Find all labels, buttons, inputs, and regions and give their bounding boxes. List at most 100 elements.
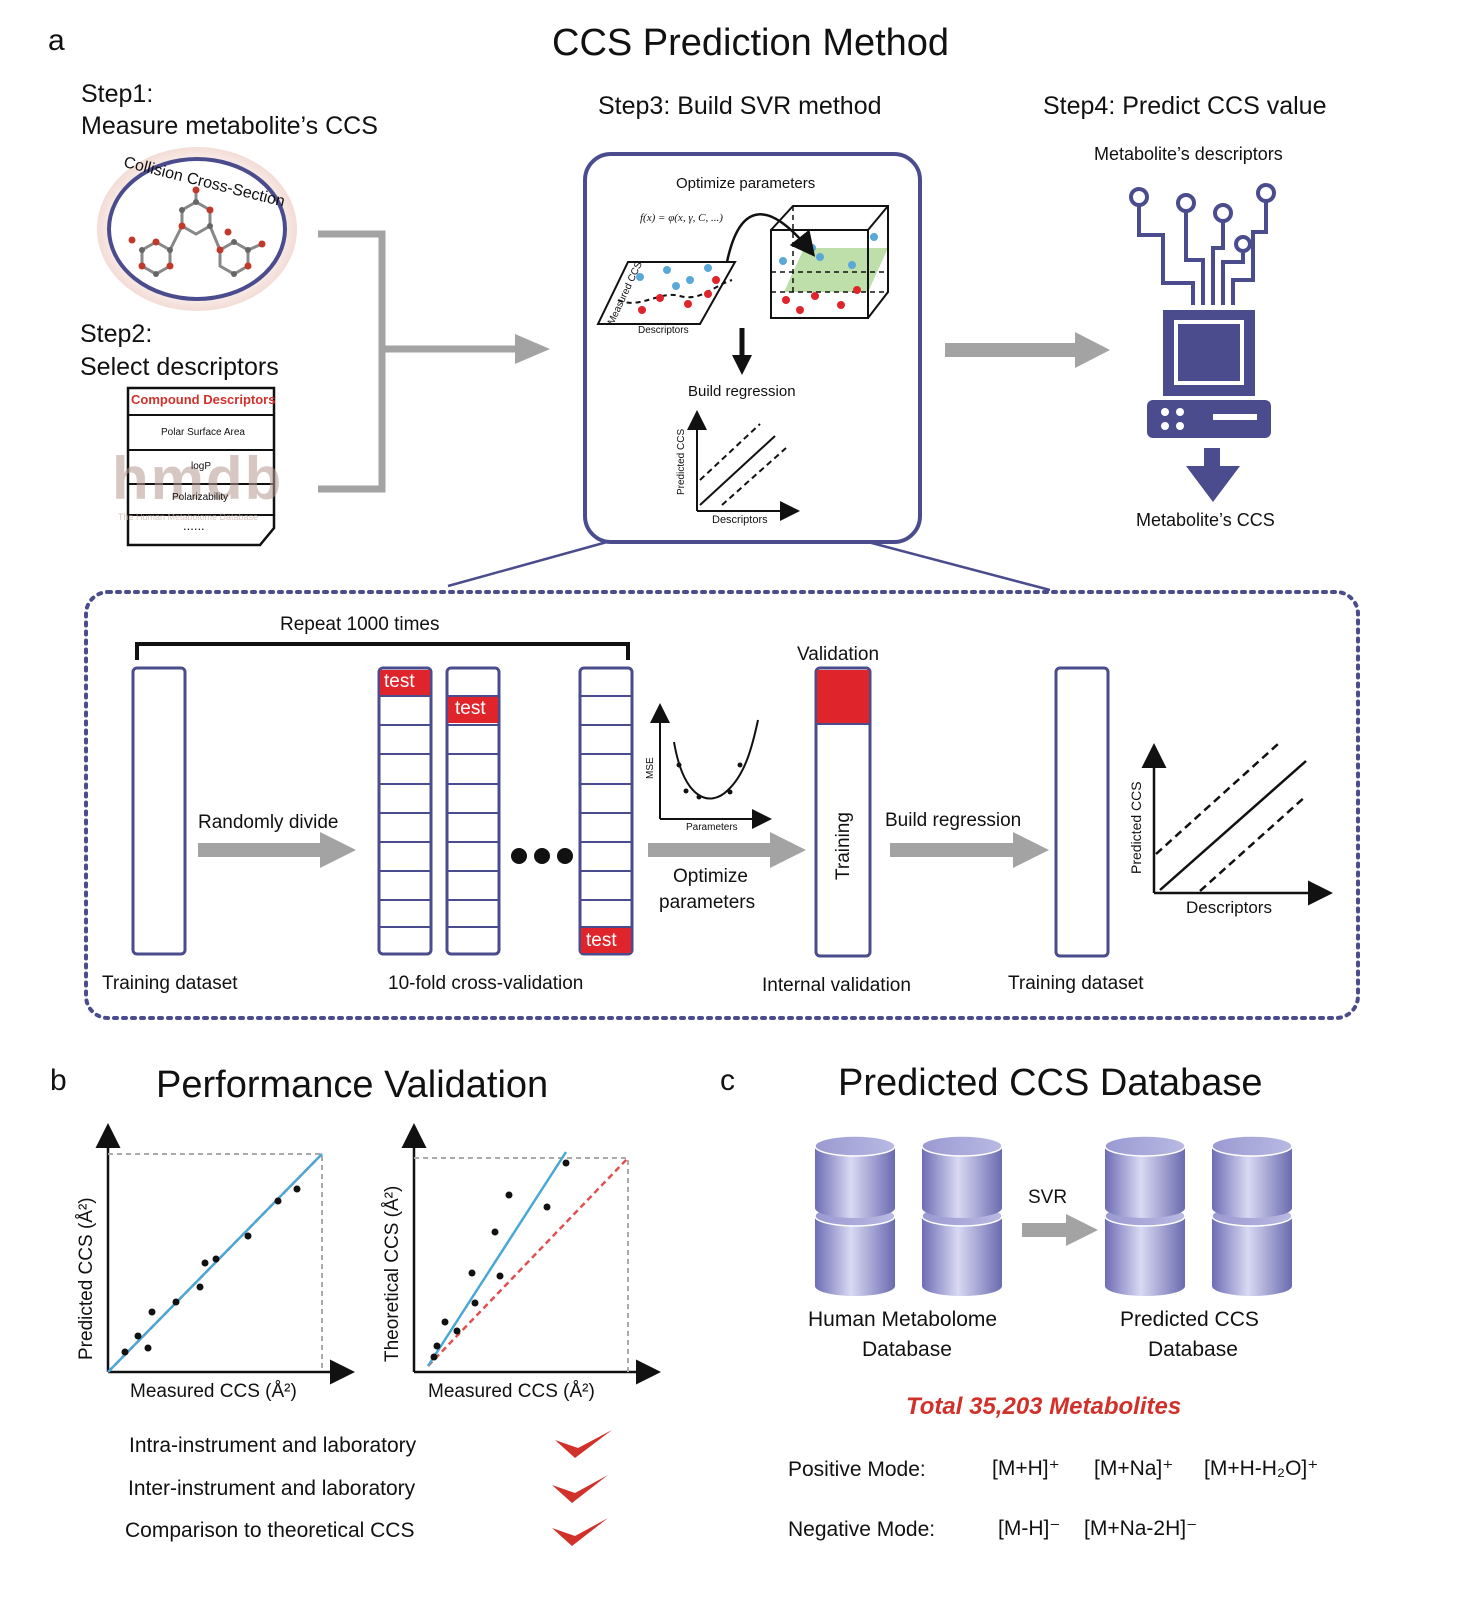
repeat-label: Repeat 1000 times xyxy=(280,614,440,635)
check-item-theoretical: Comparison to theoretical CCS xyxy=(125,1519,415,1542)
plot1-x-label: Measured CCS (Å²) xyxy=(130,1381,297,1402)
step3-box xyxy=(583,152,922,544)
training-dataset-column-final xyxy=(1054,666,1110,958)
build-regression-label: Build regression xyxy=(885,810,1022,831)
step3-formula: f(x) = φ(x, γ, C, ...) xyxy=(640,212,723,224)
scatter-point xyxy=(274,1197,282,1205)
step4-input-label: Metabolite’s descriptors xyxy=(1094,144,1283,164)
zoom-lines xyxy=(447,540,1051,592)
database-cylinder-segment xyxy=(1105,1216,1185,1296)
panel-c-letter: c xyxy=(720,1064,735,1097)
descriptor-row-more: ...... xyxy=(183,518,205,533)
positive-mode-label: Positive Mode: xyxy=(788,1458,926,1481)
step1-label: Step1: xyxy=(81,80,154,108)
step3-down-arrow xyxy=(732,328,752,375)
predicted-db-label-line1: Predicted CCS xyxy=(1120,1308,1259,1331)
ccs-circle-icon xyxy=(97,147,297,311)
step3-predicted-ccs: Predicted CCS xyxy=(676,428,687,495)
optimize-label-line1: Optimize xyxy=(673,866,748,887)
adduct-m-minus-h: [M-H]⁻ xyxy=(998,1517,1061,1540)
mse-plot xyxy=(650,703,772,829)
merge-bracket xyxy=(318,230,520,493)
scatter-point xyxy=(293,1185,301,1193)
cv-fold-columns xyxy=(377,666,634,956)
training-dataset-column xyxy=(131,666,187,956)
plot-predicted-vs-measured xyxy=(95,1123,355,1385)
test-label-fold1: test xyxy=(384,671,415,692)
database-cylinder-segment xyxy=(1105,1146,1185,1218)
measured-ccs-plane xyxy=(596,261,737,325)
hmdb-label-line2: Database xyxy=(862,1338,952,1361)
final-descriptors-axis: Descriptors xyxy=(1186,898,1272,917)
training-label: Training xyxy=(833,812,854,880)
final-regression-plot xyxy=(1141,743,1333,906)
arrow-build-regression xyxy=(890,832,1049,868)
test-label-fold10: test xyxy=(586,930,617,951)
repeat-bracket xyxy=(135,642,630,660)
plot2-x-label: Measured CCS (Å²) xyxy=(428,1381,595,1402)
database-cylinder-segment xyxy=(815,1146,895,1218)
caption-cross-validation: 10-fold cross-validation xyxy=(388,973,584,994)
step1-description: Measure metabolite’s CCS xyxy=(81,112,378,140)
scatter-point xyxy=(148,1308,156,1316)
plot-theoretical-vs-measured xyxy=(401,1123,661,1385)
parameters-axis-label: Parameters xyxy=(686,822,738,833)
step3-descriptors: Descriptors xyxy=(638,325,689,336)
plot2-y-label: Theoretical CCS (Å²) xyxy=(382,1185,403,1362)
predicted-db-label-line2: Database xyxy=(1148,1338,1238,1361)
panel-a-title: CCS Prediction Method xyxy=(552,22,950,64)
validation-column xyxy=(814,666,872,958)
scatter-point xyxy=(201,1259,209,1267)
database-cylinder-top xyxy=(814,1135,896,1157)
step4-output-label: Metabolite’s CCS xyxy=(1136,510,1275,530)
panel-b-title: Performance Validation xyxy=(156,1064,549,1106)
computer-icon xyxy=(1129,183,1276,502)
mse-axis-label: MSE xyxy=(645,757,656,779)
database-cylinder-top xyxy=(1104,1135,1186,1157)
validation-label: Validation xyxy=(797,644,880,665)
database-cylinder-top xyxy=(1211,1135,1293,1157)
scatter-point xyxy=(496,1272,504,1280)
adduct-m-h-h2o-plus: [M+H-H₂O]⁺ xyxy=(1204,1457,1319,1480)
panel-b-letter: b xyxy=(50,1064,67,1097)
arrow-optimize xyxy=(648,832,806,868)
svr-cube xyxy=(725,205,889,319)
hmdb-watermark-logo: hmdb xyxy=(112,445,284,512)
descriptor-row-logp: logP xyxy=(191,461,212,472)
step4-title: Step4: Predict CCS value xyxy=(1043,92,1327,120)
workflow-box xyxy=(84,590,1360,1020)
scatter-point xyxy=(212,1255,220,1263)
step3-optimize-label: Optimize parameters xyxy=(676,175,816,192)
hmdb-label-line1: Human Metabolome xyxy=(808,1308,998,1331)
database-cylinder-segment xyxy=(815,1216,895,1296)
negative-mode-label: Negative Mode: xyxy=(788,1518,936,1541)
step3-title: Step3: Build SVR method xyxy=(598,92,882,120)
scatter-point xyxy=(468,1269,476,1277)
database-cylinder-top xyxy=(921,1135,1003,1157)
scatter-point xyxy=(244,1232,252,1240)
scatter-point xyxy=(543,1203,551,1211)
scatter-point xyxy=(505,1191,513,1199)
scatter-point xyxy=(144,1344,152,1352)
plot1-y-label: Predicted CCS (Å²) xyxy=(76,1197,97,1360)
descriptor-table-icon xyxy=(126,386,276,547)
randomly-divide-label: Randomly divide xyxy=(198,812,339,833)
scatter-point xyxy=(430,1353,438,1361)
adduct-m-h-plus: [M+H]⁺ xyxy=(992,1457,1060,1480)
adduct-m-na-plus: [M+Na]⁺ xyxy=(1094,1457,1174,1480)
scatter-point xyxy=(471,1299,479,1307)
descriptor-row-psa: Polar Surface Area xyxy=(161,427,245,438)
panel-a-letter: a xyxy=(48,24,65,57)
database-cylinder-segment xyxy=(1212,1216,1292,1296)
scatter-point xyxy=(172,1298,180,1306)
step3-build-regression: Build regression xyxy=(688,383,796,400)
scatter-point xyxy=(441,1318,449,1326)
checkmark-icons xyxy=(552,1430,612,1546)
optimize-label-line2: parameters xyxy=(659,892,756,913)
scatter-point xyxy=(134,1332,142,1340)
final-predicted-ccs-axis: Predicted CCS xyxy=(1128,781,1144,874)
scatter-point xyxy=(453,1327,461,1335)
panel-c-title: Predicted CCS Database xyxy=(838,1062,1263,1104)
test-label-fold2: test xyxy=(455,698,486,719)
